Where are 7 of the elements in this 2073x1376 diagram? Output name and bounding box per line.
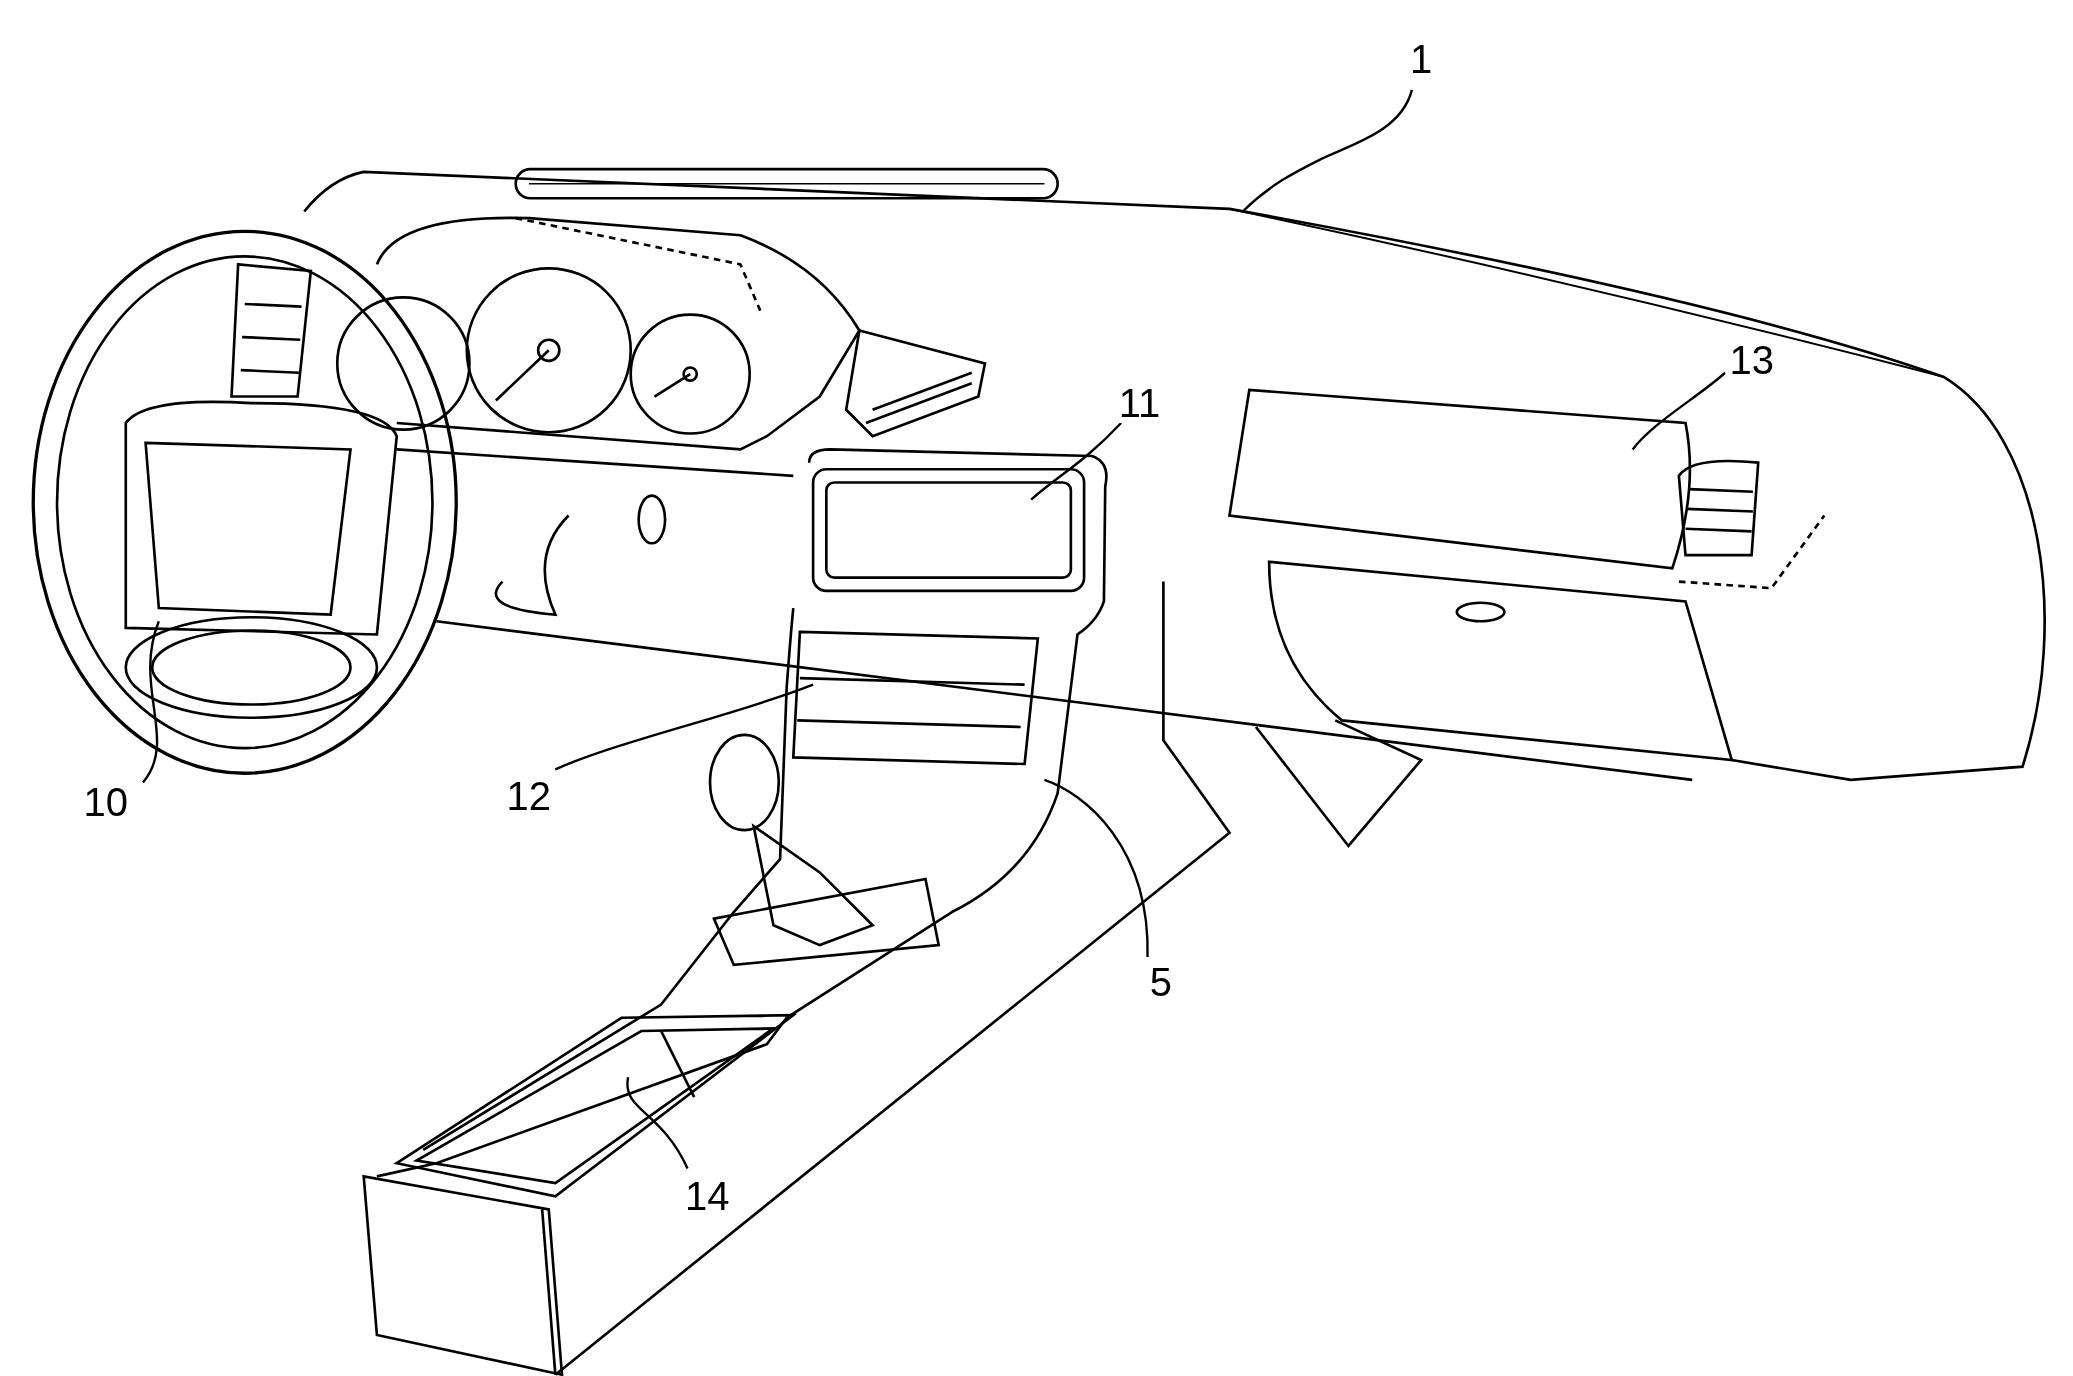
leader-line bbox=[1241, 89, 1413, 213]
leader-line bbox=[1044, 778, 1149, 958]
leader-line bbox=[626, 1077, 689, 1170]
leader-line bbox=[141, 620, 160, 784]
leader-line bbox=[554, 683, 814, 771]
leader-line bbox=[1030, 422, 1122, 501]
leader-line bbox=[1631, 371, 1726, 451]
